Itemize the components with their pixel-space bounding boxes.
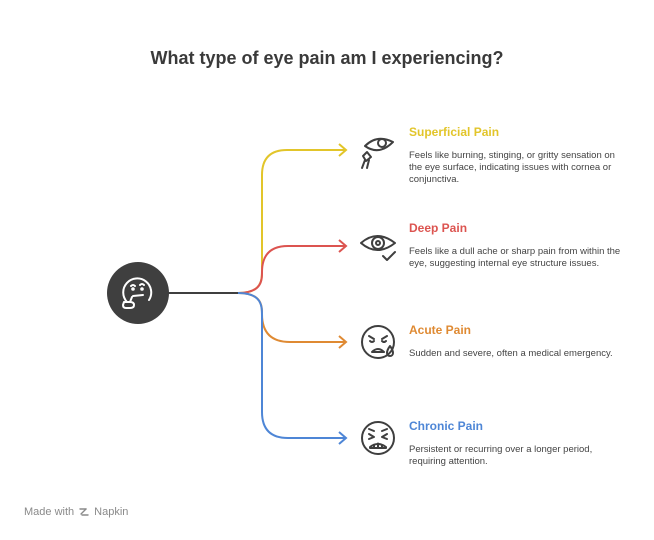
arrow-head-deep (338, 239, 348, 253)
branch-line-chronic (237, 292, 345, 439)
branch-line-superficial (237, 149, 345, 294)
arrow-head-chronic (338, 431, 348, 445)
crying-face-icon (361, 325, 395, 359)
branch-description-deep: Feels like a dull ache or sharp pain fro… (409, 246, 621, 269)
eye-drop-icon (361, 137, 394, 169)
branch-description-acute: Sudden and severe, often a medical emerg… (409, 348, 613, 359)
made-with-label: Made with (24, 506, 75, 518)
arrow-head-acute (338, 335, 348, 349)
branch-description-superficial: Feels like burning, stinging, or gritty … (409, 150, 615, 185)
tired-face-icon (361, 421, 395, 455)
branch-title-deep: Deep Pain (409, 221, 468, 235)
page-title: What type of eye pain am I experiencing? (150, 48, 504, 68)
branch-title-superficial: Superficial Pain (409, 125, 500, 139)
eye-check-icon (360, 235, 396, 261)
branch-title-acute: Acute Pain (409, 323, 472, 337)
thinking-face-icon (122, 277, 153, 309)
branch-line-acute (237, 292, 345, 343)
branch-line-deep (237, 245, 345, 294)
arrow-head-superficial (338, 143, 348, 157)
footer-branding: Made with Napkin (24, 506, 128, 518)
branch-title-chronic: Chronic Pain (409, 419, 484, 433)
hub-circle (107, 262, 169, 324)
napkin-logo-icon (79, 508, 89, 516)
napkin-brand-label: Napkin (94, 506, 129, 518)
branch-description-chronic: Persistent or recurring over a longer pe… (409, 444, 593, 467)
